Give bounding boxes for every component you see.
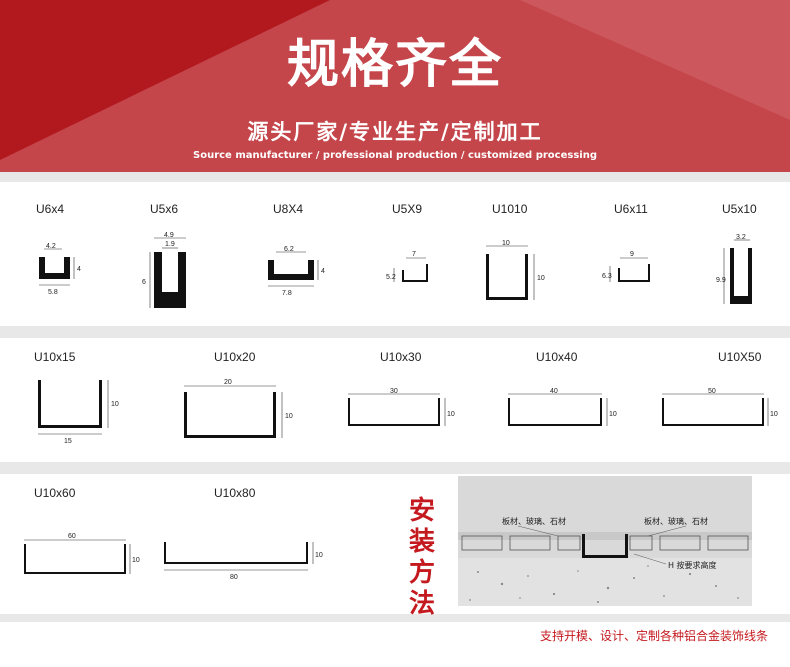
profile-drawing: 9 6.3 xyxy=(602,251,650,282)
dimension-label: 50 xyxy=(708,388,716,395)
install-diagram: 板材、玻璃、石材 板材、玻璃、石材 H 按要求高度 xyxy=(458,476,752,606)
dimension-label: 40 xyxy=(550,388,558,395)
profile-label: U5x6 xyxy=(150,202,179,216)
dimension-label: 15 xyxy=(64,438,72,445)
dimension-label: 10 xyxy=(132,557,140,564)
dimension-label: 6 xyxy=(142,279,146,286)
dimension-label: 5.8 xyxy=(48,289,58,296)
page-subtitle-english: Source manufacturer / professional produ… xyxy=(193,150,597,161)
separator-band xyxy=(0,462,790,474)
spec-row-2: U10x15 10 15 U10x20 20 10 U10x30 xyxy=(20,338,778,462)
dimension-label: 10 xyxy=(447,411,455,418)
profile-label: U10x60 xyxy=(34,486,76,500)
dimension-label: 10 xyxy=(609,411,617,418)
profile-drawing: 30 10 xyxy=(348,388,455,426)
dimension-label: 5.2 xyxy=(386,274,396,281)
page-title: 规格齐全 xyxy=(286,35,503,95)
dimension-label: 4 xyxy=(77,266,81,273)
page-subtitle: 源头厂家/专业生产/定制加工 xyxy=(247,120,543,144)
profile-label: U10X50 xyxy=(718,350,762,364)
profile-label: U6x11 xyxy=(614,202,648,216)
dimension-label: 4.2 xyxy=(46,243,56,250)
dimension-label: 7 xyxy=(412,251,416,258)
profile-label: U5X9 xyxy=(392,202,423,216)
dimension-label: 60 xyxy=(68,533,76,540)
dimension-label: 10 xyxy=(315,552,323,559)
dimension-label: 1.9 xyxy=(165,241,175,248)
dimension-label: 80 xyxy=(230,574,238,581)
profile-drawing: 60 10 xyxy=(24,533,140,574)
profile-label: U10x15 xyxy=(34,350,76,364)
profile-label: U6x4 xyxy=(36,202,65,216)
dimension-label: 20 xyxy=(224,379,232,386)
dimension-label: 10 xyxy=(537,275,545,282)
install-material-right: 板材、玻璃、石材 xyxy=(644,516,708,526)
profile-drawing: 10 15 xyxy=(38,380,119,445)
profile-drawing: 6.2 4 7.8 xyxy=(268,246,325,297)
dimension-label: 7.8 xyxy=(282,290,292,297)
profile-drawing: 50 10 xyxy=(662,388,778,426)
separator-band xyxy=(0,614,790,622)
profile-drawing: 7 5.2 xyxy=(386,251,428,282)
profile-label: U5x10 xyxy=(722,202,757,216)
dimension-label: 9 xyxy=(630,251,634,258)
dimension-label: 3.2 xyxy=(736,234,746,241)
dimension-label: 10 xyxy=(770,411,778,418)
dimension-label: 4.9 xyxy=(164,232,174,239)
dimension-label: 30 xyxy=(390,388,398,395)
profile-drawing: 20 10 xyxy=(184,379,293,438)
profile-label: U10x40 xyxy=(536,350,578,364)
profile-drawing: 10 80 xyxy=(164,542,323,581)
dimension-label: 10 xyxy=(111,401,119,408)
profile-drawing: 4.9 1.9 6 xyxy=(142,232,186,308)
dimension-label: 10 xyxy=(285,413,293,420)
profile-label: U8X4 xyxy=(273,202,304,216)
dimension-label: 4 xyxy=(321,268,325,275)
dimension-label: 9.9 xyxy=(716,277,726,284)
customization-note: 支持开模、设计、定制各种铝合金装饰线条 xyxy=(539,629,768,643)
header-banner: 规格齐全 源头厂家/专业生产/定制加工 Source manufacturer … xyxy=(0,0,790,172)
header-diagonal-shape xyxy=(0,0,790,172)
dimension-label: 6.3 xyxy=(602,273,612,280)
install-method-title: 安装方法 xyxy=(408,496,435,619)
install-height-note: H 按要求高度 xyxy=(668,560,717,570)
separator-band xyxy=(0,326,790,338)
profile-drawing: 40 10 xyxy=(508,388,617,426)
profile-drawing: 10 10 xyxy=(486,240,545,300)
profile-drawing: 4.2 4 5.8 xyxy=(39,243,81,296)
profile-label: U1010 xyxy=(492,202,528,216)
dimension-label: 10 xyxy=(502,240,510,247)
dimension-label: 6.2 xyxy=(284,246,294,253)
spec-row-1: U6x4 4.2 4 5.8 U5x6 4.9 1.9 6 xyxy=(20,182,770,326)
separator-band xyxy=(0,172,790,182)
profile-label: U10x80 xyxy=(214,486,256,500)
install-material-left: 板材、玻璃、石材 xyxy=(502,516,566,526)
profile-drawing: 3.2 9.9 xyxy=(716,234,752,304)
profile-label: U10x30 xyxy=(380,350,422,364)
profile-label: U10x20 xyxy=(214,350,256,364)
